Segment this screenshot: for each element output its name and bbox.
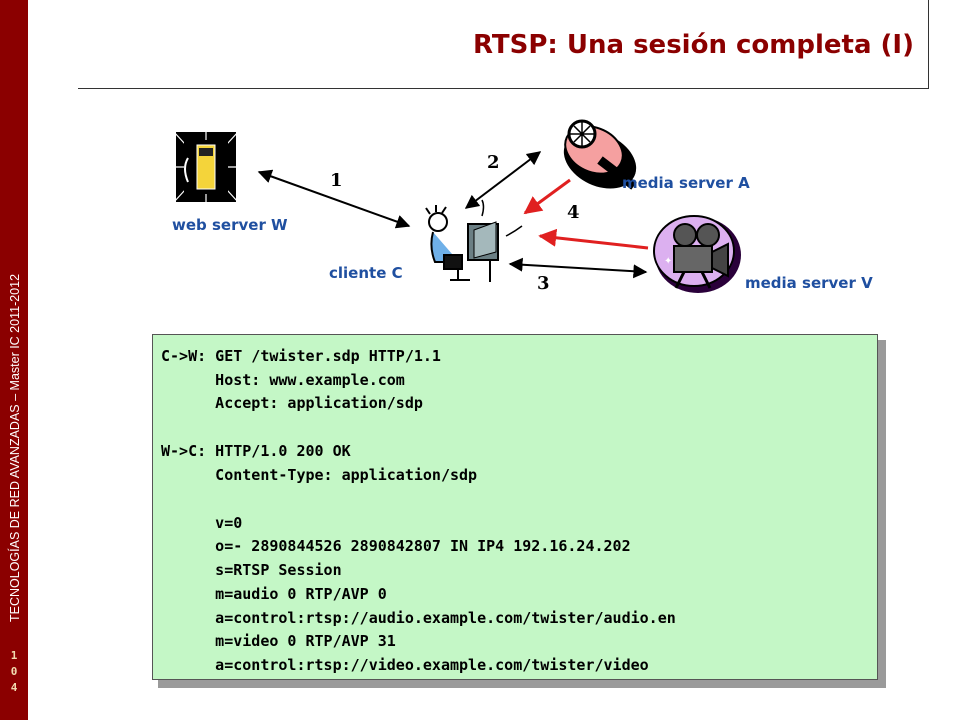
page-number-digit: 4 <box>10 681 18 694</box>
web-server-icon <box>172 130 240 204</box>
code-line: Accept: application/sdp <box>161 394 423 412</box>
media-server-v-label: media server V <box>745 274 873 292</box>
page-number: 1 0 4 <box>0 648 28 696</box>
code-line: Host: www.example.com <box>161 371 405 389</box>
code-line: o=- 2890844526 2890842807 IN IP4 192.16.… <box>161 537 631 555</box>
step-2-number: 2 <box>487 152 500 173</box>
step-4-number: 4 <box>567 202 580 223</box>
code-line: W->C: HTTP/1.0 200 OK <box>161 442 351 460</box>
video-stream-arrow <box>538 228 649 250</box>
web-server-label: web server W <box>172 216 288 234</box>
film-camera-icon: ✦ <box>653 215 741 293</box>
diagram-canvas: ✦ <box>172 119 741 293</box>
page-number-digit: 1 <box>10 649 18 662</box>
code-line: a=control:rtsp://video.example.com/twist… <box>161 656 649 674</box>
code-line: Content-Type: application/sdp <box>161 466 478 484</box>
step-1-arrow <box>257 169 411 229</box>
sidebar-course-text: TECNOLOGÍAS DE RED AVANZADAS – Master IC… <box>7 274 22 622</box>
http-exchange-box: C->W: GET /twister.sdp HTTP/1.1 Host: ww… <box>152 334 878 680</box>
svg-text:✦: ✦ <box>664 256 672 267</box>
step-1-number: 1 <box>330 170 343 191</box>
title-underline <box>78 88 929 89</box>
step-2-arrow <box>464 151 542 209</box>
media-server-a-label: media server A <box>622 174 750 192</box>
code-line: v=0 <box>161 514 243 532</box>
sidebar: TECNOLOGÍAS DE RED AVANZADAS – Master IC… <box>0 0 28 720</box>
client-label: cliente C <box>329 264 403 282</box>
page-number-digit: 0 <box>10 665 18 678</box>
code-line: m=audio 0 RTP/AVP 0 <box>161 585 387 603</box>
slide-title: RTSP: Una sesión completa (I) <box>473 30 914 60</box>
code-line: m=video 0 RTP/AVP 31 <box>161 632 396 650</box>
code-line: s=RTSP Session <box>161 561 342 579</box>
sidebar-vertical-text: TECNOLOGÍAS DE RED AVANZADAS – Master IC… <box>2 4 26 624</box>
microphone-icon <box>563 119 637 190</box>
code-line: a=control:rtsp://audio.example.com/twist… <box>161 609 676 627</box>
title-vertical-rule <box>928 0 929 89</box>
code-line: C->W: GET /twister.sdp HTTP/1.1 <box>161 347 441 365</box>
client-computer-icon <box>425 199 523 282</box>
step-3-number: 3 <box>537 273 550 294</box>
audio-stream-arrow <box>523 178 571 215</box>
step-3-arrow <box>508 257 648 279</box>
